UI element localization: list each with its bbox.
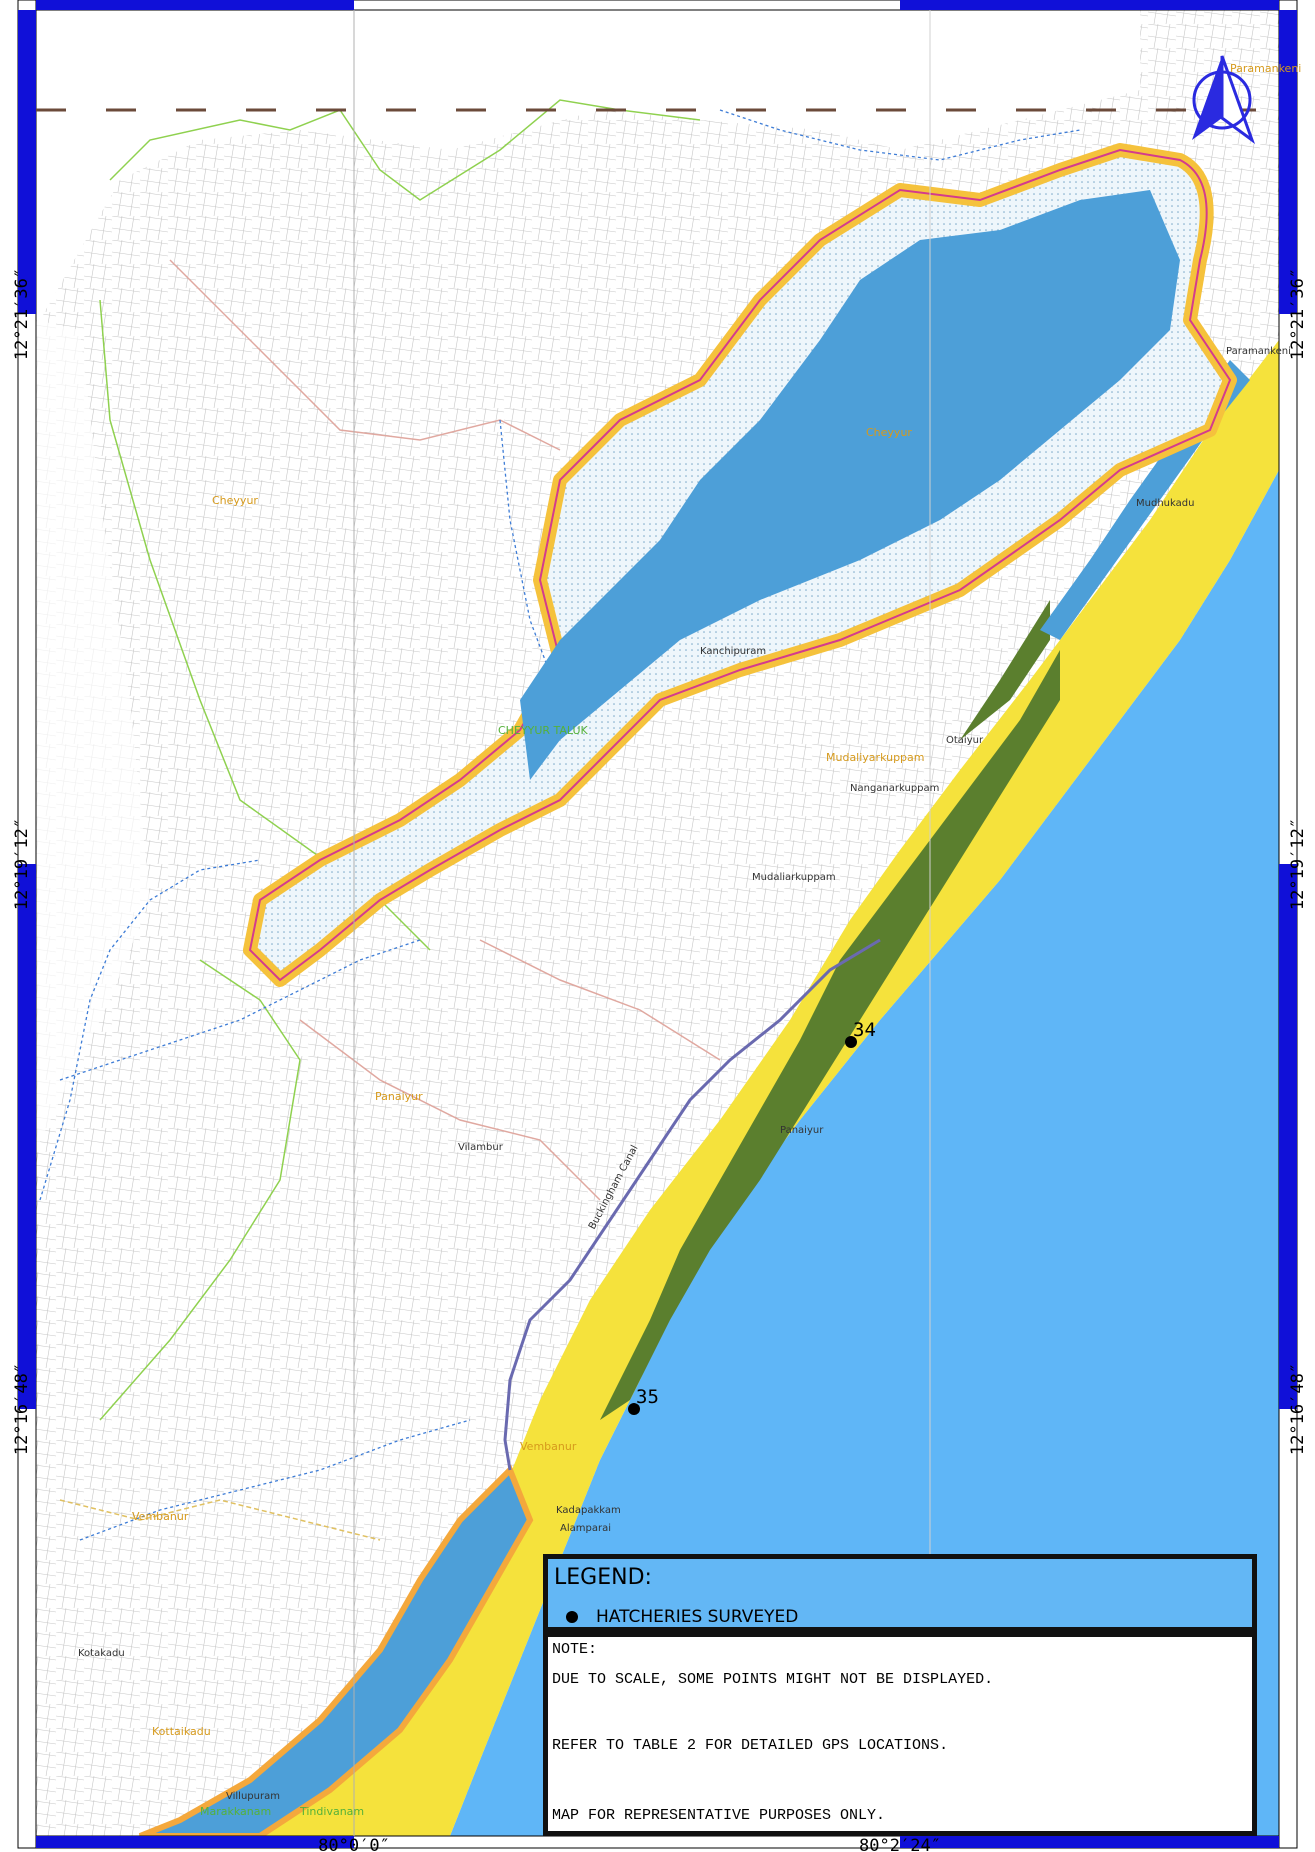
- sea: [450, 470, 1279, 1836]
- frame-seg: [900, 1836, 1279, 1848]
- lat-label-top-left: 12°21′36″: [12, 268, 32, 360]
- place-label: Alamparai: [560, 1523, 611, 1534]
- buckingham-canal-line: [503, 938, 881, 1471]
- lat-label-bottom-right: 12°16′48″: [1288, 1363, 1308, 1455]
- place-label: Cheyyur: [212, 494, 258, 507]
- lon-label-left: 80°0′0″: [318, 1836, 390, 1852]
- place-label: Paramankeni: [1230, 62, 1301, 75]
- place-label: Marakkanam: [200, 1805, 271, 1818]
- place-label: Villupuram: [226, 1791, 280, 1802]
- cheyyur-lake-boundary: [248, 148, 1232, 982]
- frame-seg: [1279, 864, 1297, 1409]
- note-line-2: REFER TO TABLE 2 FOR DETAILED GPS LOCATI…: [552, 1737, 949, 1754]
- place-label: Vembanur: [520, 1440, 577, 1453]
- place-label: Cheyyur: [866, 426, 912, 439]
- admin-boundary-3: [99, 959, 301, 1421]
- note-title: NOTE:: [552, 1641, 598, 1658]
- place-label: Kotakadu: [78, 1648, 125, 1659]
- place-label: Kanchipuram: [700, 646, 766, 657]
- lon-label-right: 80°2′24″: [859, 1836, 941, 1852]
- place-label: Kadapakkam: [556, 1505, 621, 1516]
- hatchery-label: 35: [636, 1386, 659, 1408]
- stream: [39, 859, 261, 1201]
- legend-item: HATCHERIES SURVEYED: [566, 1607, 798, 1627]
- frame-seg: [18, 864, 36, 1409]
- legend-title: LEGEND:: [554, 1565, 652, 1590]
- hatchery-point[interactable]: 35: [628, 1386, 659, 1415]
- place-label: Mudaliyarkuppam: [826, 751, 925, 764]
- place-label: Paramankeni: [1226, 346, 1291, 357]
- cheyyur-lake-water: [520, 190, 1180, 780]
- lat-label-bottom-left: 12°16′48″: [12, 1363, 32, 1455]
- place-label: Kottaikadu: [152, 1725, 211, 1738]
- place-label: Panaiyur: [375, 1090, 423, 1103]
- hatchery-point[interactable]: 34: [845, 1019, 876, 1048]
- frame-seg: [900, 0, 1279, 10]
- north-arrow-icon: [1192, 55, 1256, 145]
- stream-3: [719, 109, 1081, 161]
- hatchery-dot-icon: [566, 1611, 578, 1623]
- mangrove-strip: [600, 650, 1060, 1420]
- admin-boundary: [109, 99, 701, 201]
- taluk-boundary: [59, 1499, 381, 1541]
- place-label: Vilambur: [458, 1142, 504, 1153]
- lat-label-top-right: 12°21′36″: [1288, 268, 1308, 360]
- lat-label-mid-right: 12°19′12″: [1288, 818, 1308, 910]
- stream-4: [499, 419, 561, 701]
- frame-seg: [1279, 10, 1297, 314]
- place-label: Vembanur: [132, 1510, 189, 1523]
- village-boundary-3: [479, 939, 721, 1061]
- frame-seg: [18, 10, 36, 314]
- place-label: CHEYYUR TALUK: [498, 724, 589, 737]
- blank-area-left: [36, 320, 150, 1150]
- place-label: Panaiyur: [780, 1125, 824, 1136]
- place-label: Nanganarkuppam: [850, 783, 939, 794]
- place-label: Mudaliarkuppam: [752, 872, 836, 883]
- frame-seg: [36, 1836, 354, 1848]
- note-box: NOTE: DUE TO SCALE, SOME POINTS MIGHT NO…: [543, 1632, 1257, 1836]
- legend-box: LEGEND: HATCHERIES SURVEYED: [543, 1554, 1257, 1632]
- village-boundary: [169, 259, 561, 451]
- note-line-1: DUE TO SCALE, SOME POINTS MIGHT NOT BE D…: [552, 1671, 994, 1688]
- frame-seg: [36, 0, 354, 10]
- lat-label-mid-left: 12°19′12″: [12, 818, 32, 910]
- place-label: Otaiyur: [946, 735, 984, 746]
- blank-area-top: [36, 10, 1140, 320]
- crz-buffer: [220, 340, 1279, 1836]
- note-line-3: MAP FOR REPRESENTATIVE PURPOSES ONLY.: [552, 1807, 886, 1824]
- place-label: Mudhukadu: [1136, 498, 1194, 509]
- legend-item-label: HATCHERIES SURVEYED: [596, 1607, 799, 1627]
- village-boundary-2: [299, 1019, 601, 1201]
- place-label: Tindivanam: [299, 1805, 364, 1818]
- hatchery-label: 34: [853, 1019, 876, 1041]
